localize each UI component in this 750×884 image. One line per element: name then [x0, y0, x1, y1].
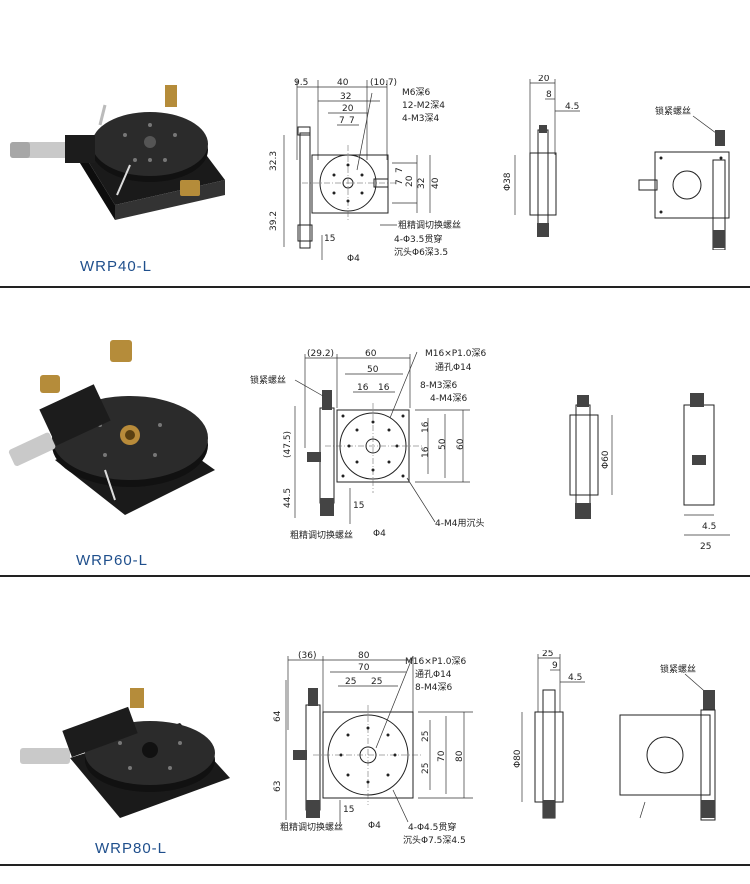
callout-label: 12-M2深4 [402, 100, 445, 111]
drawing-side-wrp60: Φ60 [569, 395, 613, 519]
drawing-side-wrp40: 20 8 4.5 Φ38 [503, 75, 580, 237]
dim-label: 32 [417, 178, 427, 189]
dim-label: 4.5 [568, 673, 582, 683]
dim-label: Φ4 [347, 254, 360, 264]
callout-label: 8-M4深6 [415, 682, 452, 693]
dim-label: (10.7) [370, 78, 397, 88]
drawing-front-wrp60: (29.2) 60 50 16 16 锁紧螺丝 (47.5) 44.5 16 1… [250, 348, 486, 541]
dim-label: Φ4 [368, 821, 381, 831]
dim-label: 25 [345, 677, 356, 687]
lock-screw-label: 锁紧螺丝 [655, 105, 691, 117]
drawing-front-wrp80: (36) 80 70 25 25 64 63 25 25 70 80 M16×P… [273, 651, 473, 846]
product-section-wrp80: WRP80-L (36) 80 70 25 25 64 63 25 25 70 … [0, 578, 750, 868]
dim-label: 80 [358, 651, 370, 661]
callout-label: 4-Φ4.5贯穿 [408, 821, 456, 833]
callout-label: 4-M4深6 [430, 393, 467, 404]
callout-label: 沉头Φ7.5深4.5 [403, 835, 466, 846]
dim-label: 7 [395, 179, 405, 185]
dim-label: (36) [298, 651, 316, 661]
dim-label: 4.5 [565, 102, 579, 112]
dim-label: 20 [405, 175, 415, 187]
dim-label: 15 [353, 501, 364, 511]
dim-label: 64 [273, 710, 283, 722]
dim-label: 32.3 [269, 151, 279, 171]
dim-label: 60 [365, 349, 377, 359]
callout-label: M16×P1.0深6 [425, 348, 486, 359]
dim-label: Φ4 [373, 529, 386, 539]
product-photo-wrp40 [10, 85, 225, 220]
dim-label: 7 [339, 116, 345, 126]
callout-label: 粗精调切换螺丝 [280, 821, 343, 833]
dim-label: (47.5) [283, 431, 293, 458]
callout-label: 4-M3深4 [402, 113, 439, 124]
product-section-wrp40: WRP40-L 9.5 40 (10.7) 32 20 7 7 32.3 39.… [0, 0, 750, 288]
dim-label: 44.5 [283, 488, 293, 508]
dim-label: 80 [455, 750, 465, 762]
dim-label: 25 [371, 677, 382, 687]
dim-label: Φ38 [503, 172, 513, 191]
dim-label: 15 [324, 234, 335, 244]
dim-label: 60 [456, 438, 466, 450]
callout-label: M16×P1.0深6 [405, 656, 466, 667]
dim-label: (29.2) [307, 349, 334, 359]
callout-label: 粗精调切换螺丝 [398, 219, 461, 231]
callout-label: 8-M3深6 [420, 380, 457, 391]
callout-label: 4-Φ3.5贯穿 [394, 233, 442, 245]
dim-label: 39.2 [269, 211, 279, 231]
dim-label: 50 [438, 438, 448, 450]
callout-label: 粗精调切换螺丝 [290, 529, 353, 541]
model-label-wrp80: WRP80-L [95, 840, 168, 857]
lock-screw-label: 锁紧螺丝 [250, 374, 286, 386]
dim-label: 16 [357, 383, 369, 393]
dim-label: 8 [546, 90, 552, 100]
callout-label: 4-M4用沉头 [435, 518, 484, 529]
lock-screw-label: 锁紧螺丝 [660, 663, 696, 675]
drawing-front-wrp40: 9.5 40 (10.7) 32 20 7 7 32.3 39.2 20 32 … [269, 78, 461, 264]
dim-label: 50 [367, 365, 379, 375]
dim-label: 70 [358, 663, 370, 673]
drawing-side-wrp80: 25 9 4.5 Φ80 [513, 650, 585, 819]
model-label-wrp40: WRP40-L [80, 258, 153, 275]
dim-label: 63 [273, 781, 283, 792]
dim-label: 25 [421, 763, 431, 774]
dim-label: 16 [378, 383, 390, 393]
dim-label: 7 [349, 116, 355, 126]
model-label-wrp60: WRP60-L [76, 552, 149, 569]
section-divider [0, 864, 750, 866]
callout-label: M6深6 [402, 87, 430, 98]
dim-label: 40 [431, 177, 441, 189]
section-divider [0, 286, 750, 288]
callout-label: 通孔Φ14 [435, 362, 472, 373]
dim-label: 70 [437, 750, 447, 762]
section-divider [0, 575, 750, 577]
dim-label: 20 [342, 104, 354, 114]
drawing-rear-wrp40: 锁紧螺丝 [638, 105, 730, 250]
dim-label: 16 [421, 421, 431, 433]
product-photo-wrp60 [8, 340, 215, 515]
product-photo-wrp80 [20, 688, 230, 818]
dim-label: 9.5 [294, 78, 308, 88]
drawing-rear-wrp60: 4.5 25 [683, 393, 730, 552]
product-section-wrp60: WRP60-L (29.2) 60 50 16 16 锁紧螺丝 (47.5) 4… [0, 290, 750, 578]
callout-label: 沉头Φ6深3.5 [394, 247, 448, 258]
dim-label: 25 [542, 650, 553, 659]
dim-label: 32 [340, 92, 351, 102]
dim-label: Φ80 [513, 749, 523, 768]
dim-label: 4.5 [702, 522, 716, 532]
dim-label: Φ60 [601, 450, 611, 469]
dim-label: 25 [421, 731, 431, 742]
dim-label: 20 [538, 75, 550, 84]
callout-label: 通孔Φ14 [415, 669, 452, 680]
drawing-rear-wrp80: 锁紧螺丝 [619, 663, 716, 821]
dim-label: 9 [552, 661, 558, 671]
dim-label: 25 [700, 542, 711, 552]
dim-label: 15 [343, 805, 354, 815]
dim-label: 40 [337, 78, 349, 88]
dim-label: 16 [421, 446, 431, 458]
dim-label: 7 [395, 167, 405, 173]
